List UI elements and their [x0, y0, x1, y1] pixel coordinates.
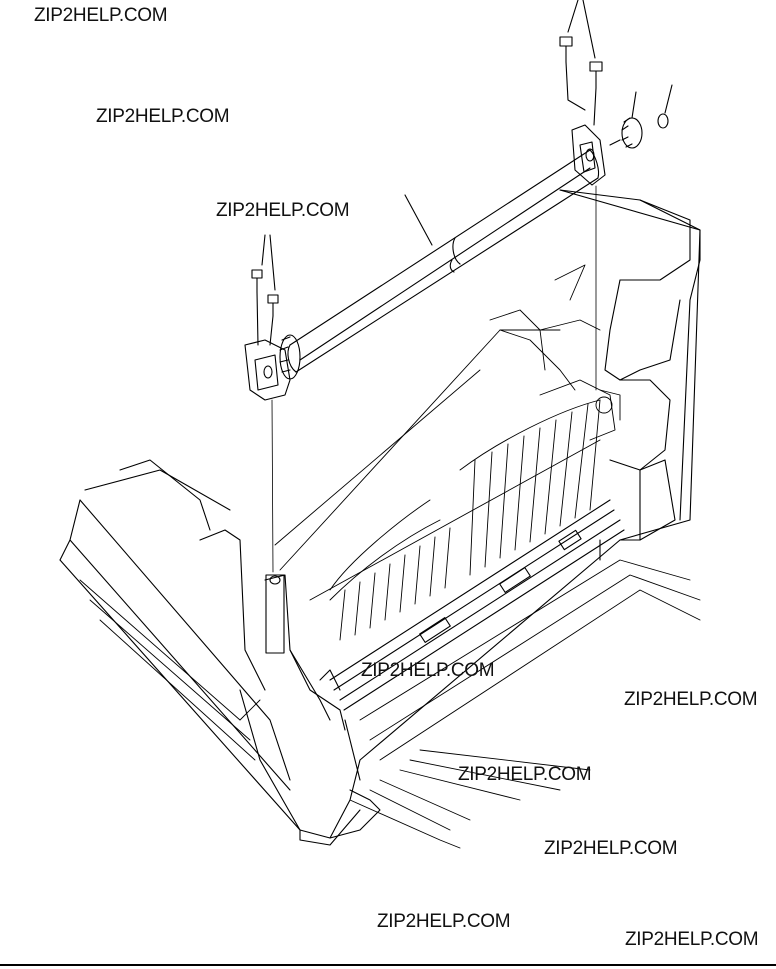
right-bracket — [571, 124, 606, 186]
right-screws — [559, 0, 603, 126]
machine-body — [59, 189, 701, 846]
paper-guide-ribs — [309, 399, 601, 641]
tray-lines — [79, 559, 701, 849]
e-ring — [657, 84, 673, 129]
left-gear-bracket — [244, 334, 301, 401]
watermark: ZIP2HELP.COM — [34, 5, 168, 26]
left-screws — [251, 234, 279, 346]
left-frame — [199, 529, 346, 731]
right-gear — [609, 91, 643, 149]
watermark: ZIP2HELP.COM — [624, 689, 758, 710]
assembly-guide-lines — [271, 185, 597, 573]
watermark: ZIP2HELP.COM — [544, 838, 678, 859]
watermark: ZIP2HELP.COM — [625, 929, 759, 950]
watermark: ZIP2HELP.COM — [361, 660, 495, 681]
upper-roller-shaft — [287, 149, 600, 373]
watermark: ZIP2HELP.COM — [458, 764, 592, 785]
bottom-rule — [0, 964, 776, 966]
lower-rollers — [329, 499, 625, 781]
watermark: ZIP2HELP.COM — [216, 200, 350, 221]
inner-frame — [274, 264, 621, 571]
watermark: ZIP2HELP.COM — [377, 911, 511, 932]
watermark: ZIP2HELP.COM — [96, 106, 230, 127]
roller-callout-line — [404, 194, 433, 246]
